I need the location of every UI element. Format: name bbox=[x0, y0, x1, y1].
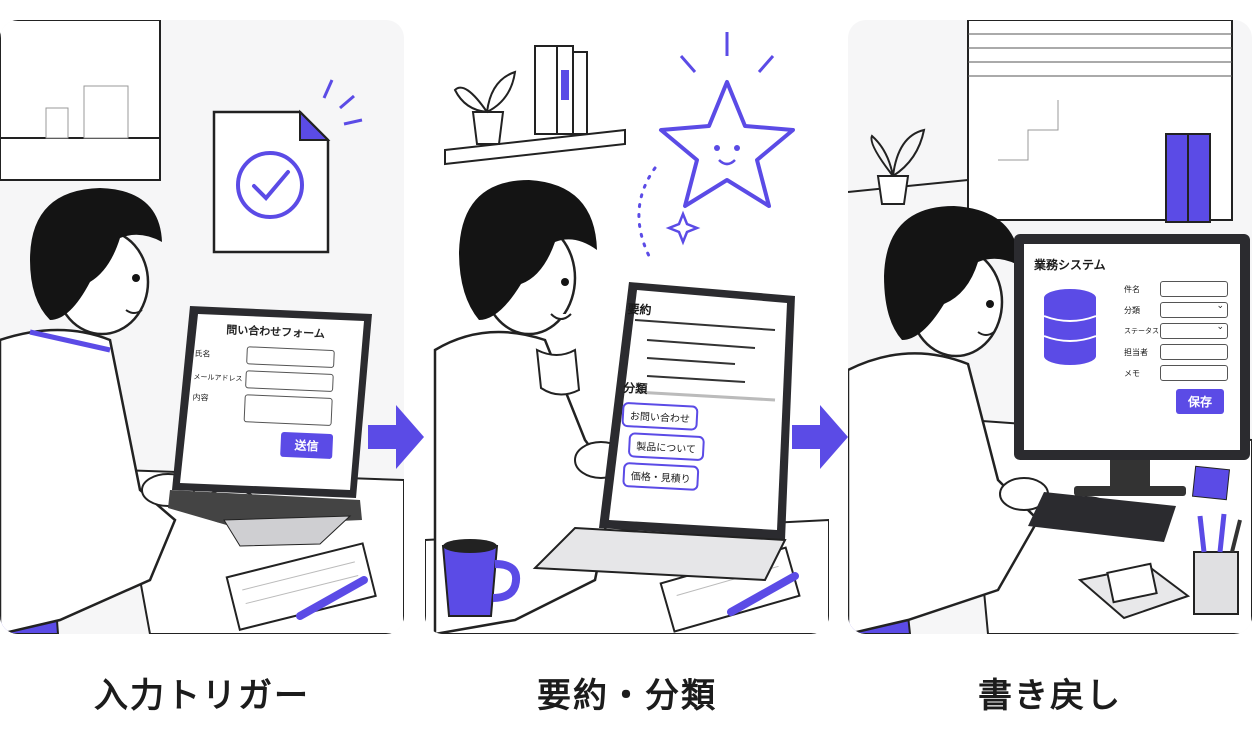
panel-write-back: 業務システム 件名 分類 ⌄ ステータス ⌄ bbox=[848, 20, 1252, 634]
star-mascot-icon bbox=[637, 32, 795, 262]
field-label: 分類 bbox=[1124, 305, 1140, 315]
category-chip[interactable]: お問い合わせ bbox=[621, 401, 772, 435]
form-field-label: 内容 bbox=[192, 392, 209, 403]
chevron-down-icon: ⌄ bbox=[1216, 322, 1224, 332]
chevron-down-icon: ⌄ bbox=[1216, 301, 1224, 311]
message-input[interactable] bbox=[243, 394, 333, 427]
field-label: 担当者 bbox=[1124, 347, 1148, 357]
category-chip[interactable]: 製品について bbox=[620, 432, 771, 465]
chip-label: お問い合わせ bbox=[621, 401, 699, 431]
subject-input[interactable] bbox=[1160, 281, 1228, 297]
memo-input[interactable] bbox=[1160, 365, 1228, 381]
category-select[interactable]: ⌄ bbox=[1160, 301, 1228, 318]
field-label: ステータス bbox=[1124, 327, 1159, 335]
pen-holder-icon bbox=[1193, 513, 1242, 615]
summary-panel: 要約 分類 お問い合わせ 製品について 価格・見積り bbox=[618, 300, 778, 495]
panel-summarize-classify: 要約 分類 お問い合わせ 製品について 価格・見積り bbox=[425, 20, 829, 634]
contact-form: 問い合わせフォーム 氏名 メールアドレス 内容 送信 bbox=[190, 320, 356, 460]
chip-label: 価格・見積り bbox=[622, 461, 700, 491]
arrow-right-icon bbox=[792, 405, 848, 469]
assignee-input[interactable] bbox=[1160, 344, 1228, 360]
step-caption-input-trigger: 入力トリガー bbox=[94, 676, 310, 716]
step-caption-summarize-classify: 要約・分類 bbox=[537, 676, 717, 716]
field-label: メモ bbox=[1124, 368, 1140, 378]
write-back-scene bbox=[848, 20, 1252, 634]
chip-label: 製品について bbox=[627, 432, 705, 462]
form-field-label: メールアドレス bbox=[193, 372, 243, 384]
system-title: 業務システム bbox=[1034, 258, 1106, 272]
document-check-icon bbox=[212, 79, 363, 254]
form-field-label: 氏名 bbox=[194, 348, 211, 359]
step-caption-write-back: 書き戻し bbox=[978, 676, 1122, 716]
submit-button[interactable]: 送信 bbox=[280, 431, 334, 460]
mug-icon bbox=[441, 539, 520, 617]
status-select[interactable]: ⌄ bbox=[1160, 322, 1228, 339]
category-title: 分類 bbox=[623, 380, 648, 397]
phone-icon bbox=[1077, 562, 1191, 620]
email-input[interactable] bbox=[245, 370, 334, 393]
database-icon bbox=[1043, 289, 1097, 365]
field-label: 件名 bbox=[1124, 284, 1140, 294]
name-input[interactable] bbox=[246, 346, 335, 369]
business-system-screen: 業務システム 件名 分類 ⌄ ステータス ⌄ bbox=[1034, 256, 1230, 414]
panel-input-trigger: 問い合わせフォーム 氏名 メールアドレス 内容 送信 bbox=[0, 20, 404, 634]
arrow-right-icon bbox=[368, 405, 424, 469]
save-button[interactable]: 保存 bbox=[1176, 389, 1225, 414]
